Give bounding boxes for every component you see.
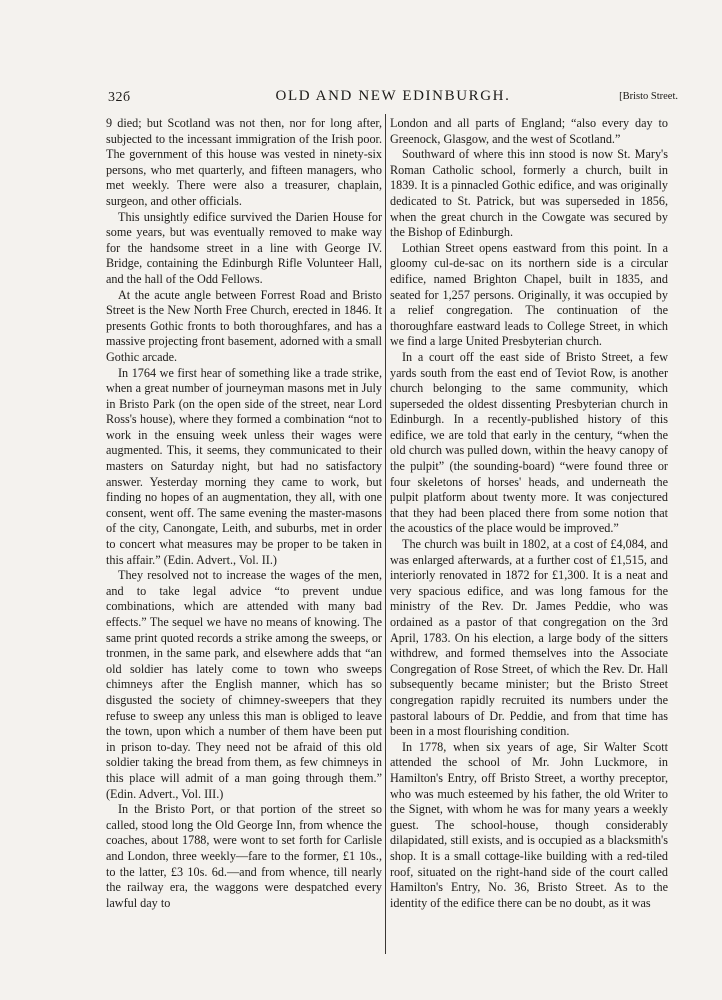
paragraph: At the acute angle between Forrest Road … [106,287,382,364]
page-header: 32б OLD AND NEW EDINBURGH. [Bristo Stree… [108,88,678,108]
right-column: London and all parts of England; “also e… [390,116,668,911]
paragraph: In 1764 we first hear of something like … [106,365,382,567]
column-divider [385,114,386,954]
section-label: [Bristo Street. [619,91,678,102]
page-number: 32б [108,90,131,105]
paragraph: In a court off the east side of Bristo S… [390,349,668,536]
paragraph: They resolved not to increase the wages … [106,568,382,801]
paragraph: Southward of where this inn stood is now… [390,147,668,240]
paragraph: 9 died; but Scotland was not then, nor f… [106,116,382,208]
paragraph: The church was built in 1802, at a cost … [390,537,668,739]
paragraph: In 1778, when six years of age, Sir Walt… [390,739,668,910]
paragraph: This unsightly edifice survived the Dari… [106,209,382,286]
paragraph: London and all parts of England; “also e… [390,116,668,146]
running-title: OLD AND NEW EDINBURGH. [275,88,511,104]
paragraph: In the Bristo Port, or that portion of t… [106,802,382,910]
paragraph: Lothian Street opens eastward from this … [390,240,668,349]
left-column: 9 died; but Scotland was not then, nor f… [106,116,382,911]
